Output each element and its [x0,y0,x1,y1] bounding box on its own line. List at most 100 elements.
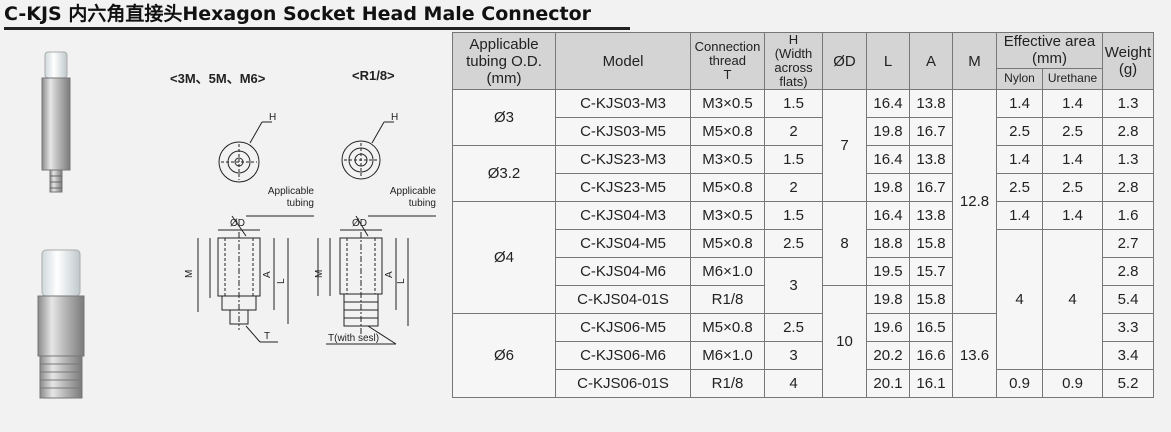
weight-cell: 2.8 [1102,173,1154,202]
header-text: T [723,67,732,82]
spec-table: Applicable tubing O.D. (mm) Model Connec… [452,32,1154,398]
header-text: Applicable [469,35,539,53]
l-dimension-label: L [276,278,287,284]
h-cell: 4 [764,369,823,398]
h-cell: 1.5 [764,201,823,230]
l-cell: 16.4 [866,145,910,174]
urethane-cell: 0.9 [1042,369,1103,398]
table-row: C-KJS03-M5 M5×0.8 2 19.8 16.7 2.5 2.5 2.… [453,117,1154,146]
weight-cell: 1.6 [1102,201,1154,230]
thread-cell: R1/8 [690,285,765,314]
m-cell: 12.8 [952,89,997,314]
m-cell: 13.6 [952,313,997,398]
h-dimension-label: H [269,112,276,123]
applicable-tubing-label-r18-1: Applicable [390,186,437,197]
nylon-cell: 4 [996,229,1043,370]
a-cell: 16.5 [909,313,953,342]
header-text: Connection [694,39,761,54]
table-row: Ø3.2 C-KJS23-M3 M3×0.5 1.5 16.4 13.8 1.4… [452,145,1154,202]
model-cell: C-KJS03-M3 [555,89,691,118]
a-cell: 15.8 [909,229,953,258]
od-dimension-label: ØD [230,218,245,229]
page-title: C-KJS 内六角直接头Hexagon Socket Head Male Con… [4,3,591,25]
l-cell: 16.4 [866,201,910,230]
a-dimension-label-r18: A [384,271,395,278]
model-cell: C-KJS04-01S [555,285,691,314]
a-cell: 16.7 [909,117,953,146]
tubing-cell: Ø4 [452,201,556,314]
a-cell: 13.8 [909,145,953,174]
applicable-tubing-label-r18-2: tubing [409,198,436,209]
thread-cell: M3×0.5 [690,89,765,118]
header-text: across [774,60,813,75]
a-dimension-label: A [262,271,273,278]
h-cell: 2 [764,117,823,146]
d-cell: 8 [822,201,867,286]
applicable-tubing-label-2: tubing [287,198,314,209]
h-cell: 2.5 [764,229,823,258]
h-cell: 2 [764,173,823,202]
thread-cell: M5×0.8 [690,173,765,202]
nylon-cell: 2.5 [996,173,1043,202]
table-row: C-KJS23-M5 M5×0.8 2 19.8 16.7 2.5 2.5 2.… [453,173,1154,202]
table-row: C-KJS06-01S R1/8 4 20.1 16.1 0.9 0.9 5.2 [453,369,1154,398]
t-dimension-label: T [264,331,270,342]
a-cell: 16.1 [909,369,953,398]
thread-cell: R1/8 [690,369,765,398]
d-cell: 10 [822,285,867,398]
applicable-tubing-label-1: Applicable [268,186,315,197]
l-cell: 16.4 [866,89,910,118]
l-cell: 18.8 [866,229,910,258]
h-cell: 1.5 [764,89,823,118]
table-row: Ø6 C-KJS06-M5 M5×0.8 2.5 19.6 16.5 13.6 … [452,313,1154,398]
header-text: Weight [1104,44,1152,61]
l-cell: 19.8 [866,285,910,314]
h-cell: 3 [764,257,823,314]
urethane-cell: 1.4 [1042,89,1103,118]
od-dimension-label-r18: ØD [352,218,367,229]
l-cell: 19.8 [866,173,910,202]
header-od: ØD [822,32,867,90]
nylon-cell: 1.4 [996,145,1043,174]
h-cell: 1.5 [764,145,823,174]
a-cell: 15.7 [909,257,953,286]
header-nylon: Nylon [996,67,1043,91]
m-dimension-label-r18: M [314,270,325,278]
model-cell: C-KJS06-M6 [555,341,691,370]
product-photo-large [37,249,85,399]
h-dimension-label-r18: H [391,112,398,123]
urethane-cell: 2.5 [1042,117,1103,146]
tubing-cell: Ø6 [452,313,556,398]
nylon-cell: 1.4 [996,201,1043,230]
weight-cell: 3.4 [1102,341,1154,370]
table-row: C-KJS06-M6 M6×1.0 3 20.2 16.6 3.4 [453,341,1154,370]
l-cell: 19.8 [866,117,910,146]
model-cell: C-KJS06-M5 [555,313,691,342]
model-cell: C-KJS23-M5 [555,173,691,202]
header-connection-thread: Connection thread T [690,32,765,90]
l-cell: 20.2 [866,341,910,370]
urethane-cell: 1.4 [1042,145,1103,174]
model-cell: C-KJS04-M5 [555,229,691,258]
table-row: C-KJS04-M5 M5×0.8 2.5 18.8 15.8 4 4 2.7 [453,229,1154,370]
weight-cell: 2.8 [1102,257,1154,286]
header-tubing-od: Applicable tubing O.D. (mm) [452,32,556,90]
header-text: flats) [779,74,808,89]
l-cell: 19.5 [866,257,910,286]
title-underline [4,27,630,30]
model-cell: C-KJS03-M5 [555,117,691,146]
table-row: Ø4 C-KJS04-M3 M3×0.5 1.5 8 16.4 13.8 1.4… [452,201,1154,314]
header-text: H [788,32,799,47]
drawing-label-metric: <3M、5M、M6> [170,71,266,86]
header-text: (mm) [1032,50,1067,68]
m-dimension-label: M [184,270,195,278]
header-urethane: Urethane [1042,67,1103,91]
a-cell: 15.8 [909,285,953,314]
header-text: (g) [1118,61,1138,78]
header-text: (Width [774,46,813,61]
d-cell: 7 [822,89,867,202]
urethane-cell: 4 [1042,229,1103,370]
a-cell: 16.6 [909,341,953,370]
thread-cell: M6×1.0 [690,341,765,370]
header-a: A [909,32,953,90]
